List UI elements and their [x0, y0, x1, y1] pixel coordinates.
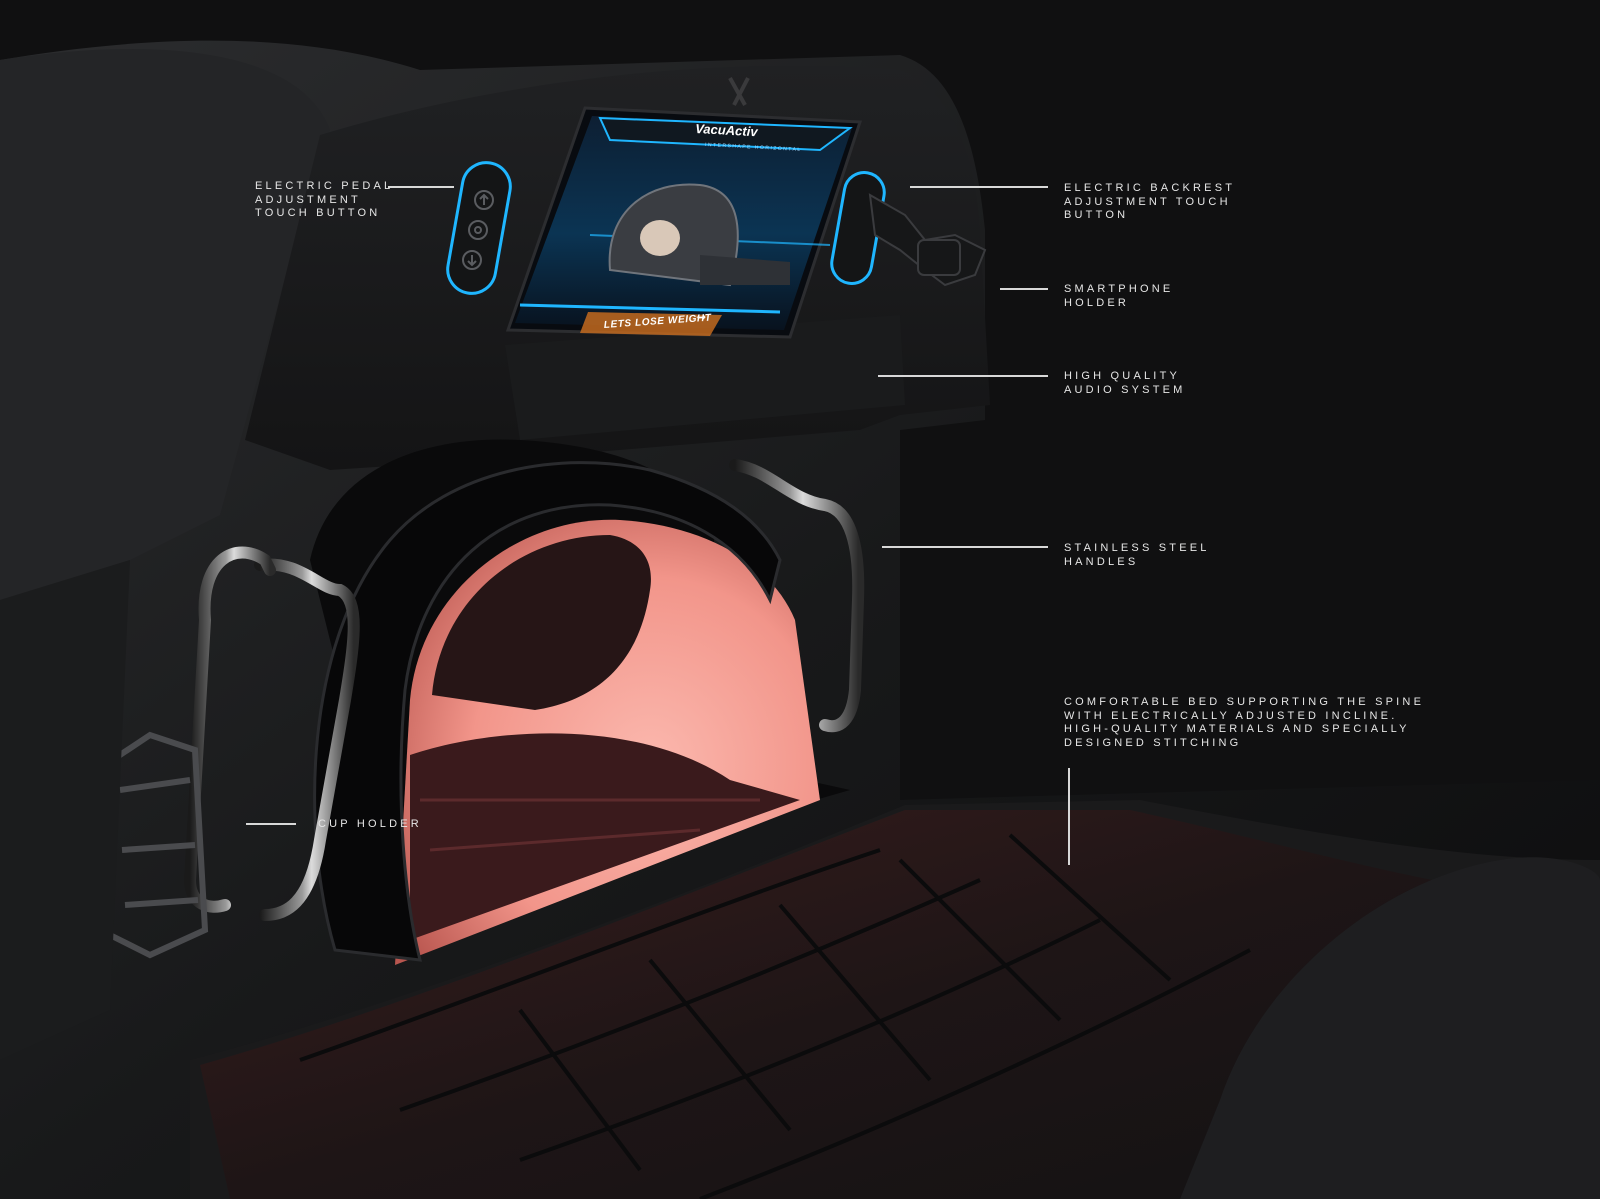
arrow-down-icon	[462, 250, 482, 270]
arrow-up-icon	[474, 190, 494, 210]
leader-line-backrest	[910, 186, 1048, 188]
pedal-touch-button[interactable]	[444, 159, 514, 297]
headrest-cushion	[1180, 857, 1600, 1199]
tunnel-back-wall	[432, 535, 651, 710]
callout-bed: COMFORTABLE BED SUPPORTING THE SPINE WIT…	[1064, 696, 1425, 749]
stainless-steel-handles	[183, 459, 865, 921]
bed-stitching	[299, 833, 1251, 1199]
leader-line-cup	[246, 823, 296, 825]
screen-tagline: INTERSHAPE HORIZONTAL	[705, 142, 802, 153]
front-door-ring	[313, 461, 782, 962]
callout-cup-holder: CUP HOLDER	[318, 818, 422, 830]
callout-audio-system: HIGH QUALITY AUDIO SYSTEM	[1064, 370, 1186, 396]
callout-smartphone-holder: SMARTPHONE HOLDER	[1064, 283, 1174, 309]
side-panel	[0, 560, 130, 1060]
leader-line-smartphone	[1000, 288, 1048, 290]
speaker-grille	[505, 315, 905, 440]
display-screen: VacuActiv LETS LOSE WEIGHT	[505, 106, 863, 339]
quilted-bed	[200, 810, 1550, 1199]
logo-mark-icon	[728, 77, 750, 106]
leader-line-audio	[878, 375, 1048, 377]
callout-backrest-button: ELECTRIC BACKREST ADJUSTMENT TOUCH BUTTO…	[1064, 182, 1236, 221]
leader-line-bed	[1068, 768, 1070, 865]
leader-line-handles	[882, 546, 1048, 548]
screen-brand: VacuActiv	[695, 121, 759, 139]
settings-icon	[468, 220, 488, 240]
smartphone-holder	[868, 193, 987, 287]
leader-line-pedal	[388, 186, 454, 188]
callout-handles: STAINLESS STEEL HANDLES	[1064, 542, 1210, 568]
arrow-right-icon: →	[696, 310, 706, 324]
machine-hood	[0, 48, 330, 601]
callout-pedal-button: ELECTRIC PEDAL ADJUSTMENT TOUCH BUTTON	[255, 180, 394, 219]
